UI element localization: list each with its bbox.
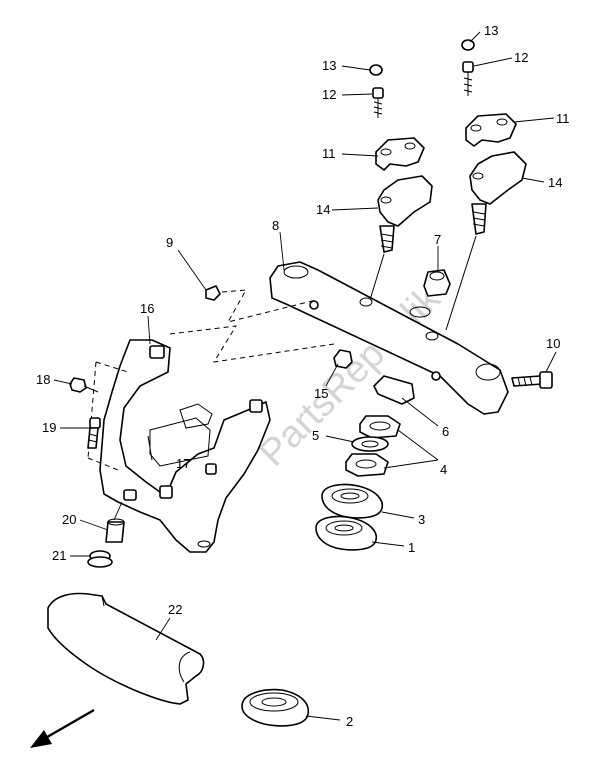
callout-2: 2 (346, 714, 353, 729)
bolt-19 (87, 417, 101, 449)
callout-12-left: 12 (322, 87, 336, 102)
callout-9: 9 (166, 235, 173, 250)
bearing-2 (241, 688, 310, 727)
callout-22: 22 (168, 602, 182, 617)
bolt-12-right (462, 61, 474, 96)
callout-11-left: 11 (322, 146, 336, 161)
leader-lines (53, 31, 557, 721)
bearing-1 (315, 515, 378, 551)
sheet-22 (47, 592, 205, 705)
align-line-right (445, 235, 477, 331)
upper-bracket-8 (269, 261, 509, 415)
holder-lower-14-right (469, 151, 527, 235)
bearing-3 (321, 483, 384, 519)
callout-10: 10 (546, 336, 560, 351)
callout-3: 3 (418, 512, 425, 527)
dash-cover-top (95, 361, 129, 373)
nut-7 (423, 269, 451, 297)
align-line-left (369, 253, 385, 301)
washer-6 (373, 375, 415, 405)
collar-20 (105, 518, 125, 543)
callout-21: 21 (52, 548, 66, 563)
holder-upper-11-right (465, 113, 517, 147)
callout-13-left: 13 (322, 58, 336, 73)
callout-11-right: 11 (556, 111, 570, 126)
callout-15: 15 (314, 386, 328, 401)
callout-14-right: 14 (548, 175, 562, 190)
nut-15 (333, 349, 353, 369)
dash-cover-left (87, 361, 97, 459)
callout-6: 6 (442, 424, 449, 439)
cover-16 (99, 339, 271, 553)
holder-lower-14-left (377, 175, 433, 253)
callout-16: 16 (140, 301, 154, 316)
callout-5: 5 (312, 428, 319, 443)
callout-14-left: 14 (316, 202, 330, 217)
grommet-9 (205, 285, 221, 301)
bolt-18 (69, 377, 99, 393)
front-direction-arrow-icon (30, 708, 95, 748)
callout-8: 8 (272, 218, 279, 233)
callout-20: 20 (62, 512, 76, 527)
callout-17: 17 (176, 456, 190, 471)
cap-13-left (369, 64, 383, 76)
grommet-21 (87, 550, 113, 568)
callout-18: 18 (36, 372, 50, 387)
callout-1: 1 (408, 540, 415, 555)
bolt-12-left (372, 87, 384, 118)
holder-upper-11-left (375, 137, 425, 171)
cap-13-right (461, 39, 475, 51)
callout-19: 19 (42, 420, 56, 435)
ring-nut-4-lower (345, 453, 389, 477)
callout-13-right: 13 (484, 23, 498, 38)
patch-17 (179, 403, 213, 429)
ring-nut-4-upper (359, 415, 401, 439)
zigzag-dashed-line-15 (169, 325, 335, 363)
bolt-10 (511, 371, 553, 389)
callout-12-right: 12 (514, 50, 528, 65)
lock-washer-5 (351, 436, 389, 452)
callout-4: 4 (440, 462, 447, 477)
callout-7: 7 (434, 232, 441, 247)
zigzag-dashed-line-9 (221, 289, 317, 323)
